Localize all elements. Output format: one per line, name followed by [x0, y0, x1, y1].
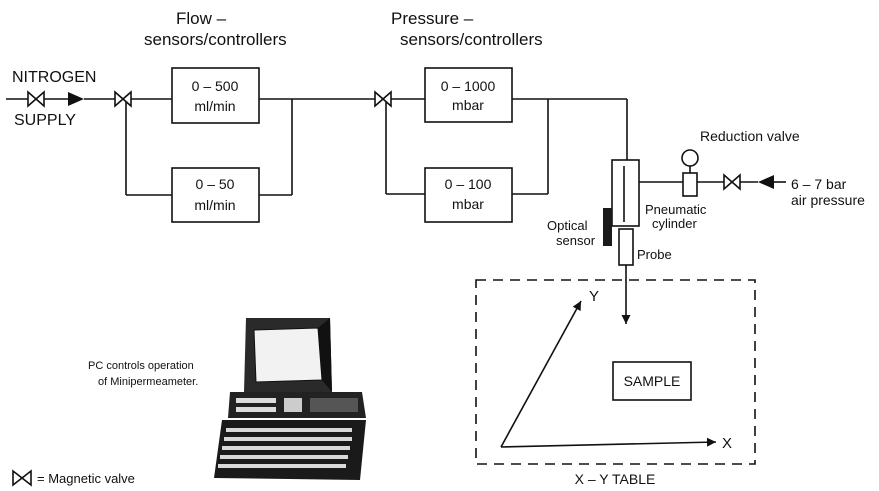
flow-low-range: 0 – 50	[196, 176, 235, 192]
flow-controller-high: 0 – 500 ml/min	[171, 67, 260, 124]
flow-high-unit: ml/min	[194, 98, 235, 114]
air-line	[639, 166, 758, 183]
magnetic-valve-icon[interactable]	[723, 173, 741, 191]
nitrogen-label: NITROGEN	[12, 69, 96, 86]
pressure-controller-low: 0 – 100 mbar	[424, 167, 513, 223]
flow-controller-low: 0 – 50 ml/min	[171, 167, 260, 223]
desktop-computer-icon	[214, 318, 366, 480]
y-axis-label: Y	[589, 288, 599, 305]
pressure-high-range: 0 – 1000	[441, 78, 496, 94]
pressure-low-range: 0 – 100	[445, 176, 492, 192]
legend-magnetic-valve-label: = Magnetic valve	[37, 471, 135, 486]
probe	[618, 228, 634, 266]
flow-heading-line2: sensors/controllers	[144, 30, 287, 49]
magnetic-valve-icon[interactable]	[114, 90, 132, 108]
reduction-valve-icon[interactable]	[681, 149, 699, 197]
sample-label: SAMPLE	[624, 373, 681, 389]
supply-label: SUPPLY	[14, 112, 76, 129]
pc-caption-line1: PC controls operation	[88, 360, 194, 372]
probe-label: Probe	[637, 247, 672, 262]
flow-low-unit: ml/min	[194, 197, 235, 213]
air-pressure-line1: 6 – 7 bar	[791, 176, 847, 192]
pressure-high-unit: mbar	[452, 97, 484, 113]
pressure-low-unit: mbar	[452, 196, 484, 212]
air-pressure-line2: air pressure	[791, 192, 865, 208]
main-gas-line	[6, 98, 628, 196]
optical-label-line1: Optical	[547, 218, 588, 233]
pneumatic-label-line1: Pneumatic	[645, 202, 707, 217]
y-axis-arrow	[500, 300, 582, 448]
air-inlet-arrow-icon	[758, 175, 774, 189]
magnetic-valve-icon[interactable]	[27, 90, 45, 108]
flow-high-range: 0 – 500	[192, 78, 239, 94]
legend-magnetic-valve-icon	[12, 469, 32, 487]
xy-table-border	[475, 279, 756, 465]
x-axis-arrow	[500, 437, 717, 448]
sample-box: SAMPLE	[612, 361, 692, 401]
reduction-valve-label: Reduction valve	[700, 128, 800, 144]
supply-arrow-icon	[68, 92, 84, 106]
pressure-heading-line2: sensors/controllers	[400, 30, 543, 49]
pneumatic-cylinder	[611, 159, 640, 227]
pc-caption-line2: of Minipermeameter.	[98, 376, 198, 388]
pneumatic-label-line2: cylinder	[652, 216, 697, 231]
pressure-controller-high: 0 – 1000 mbar	[424, 67, 513, 123]
magnetic-valve-icon[interactable]	[374, 90, 392, 108]
x-axis-label: X	[722, 435, 732, 452]
pressure-heading-line1: Pressure –	[391, 9, 474, 28]
optical-label-line2: sensor	[556, 233, 596, 248]
xy-table-label: X – Y TABLE	[575, 471, 656, 487]
flow-heading-line1: Flow –	[176, 9, 227, 28]
optical-sensor	[603, 208, 612, 246]
